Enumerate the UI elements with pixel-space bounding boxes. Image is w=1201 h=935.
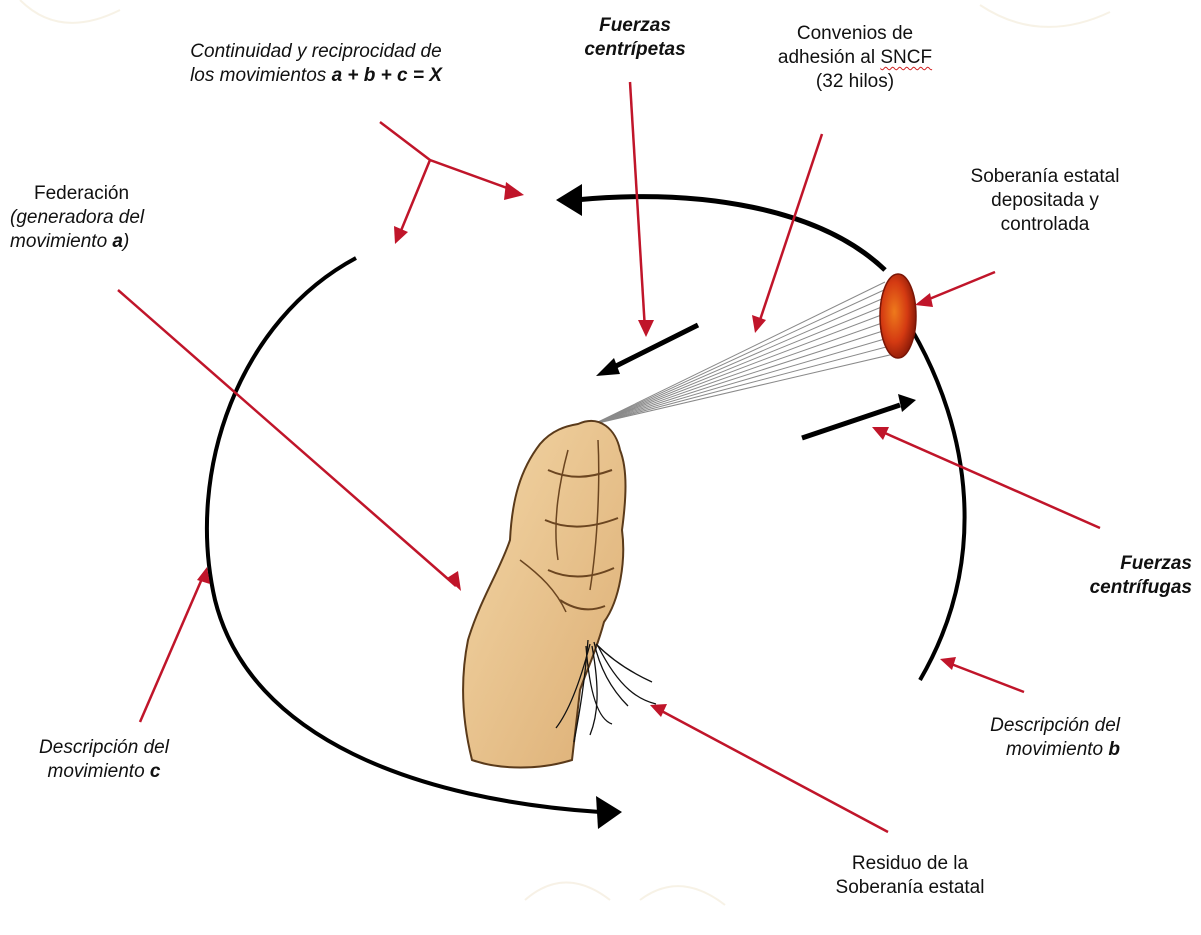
centripetal-line1: Fuerzas: [560, 14, 710, 38]
conventions-term: SNCF: [880, 47, 932, 68]
continuity-line2: los movimientos: [190, 65, 332, 86]
pointer-centripetal: [630, 82, 645, 330]
centripetal-line2: centrípetas: [560, 38, 710, 62]
pointer-sovereignty: [922, 272, 995, 302]
residue-label: Residuo de la Soberanía estatal: [800, 852, 1020, 900]
federation-var: a: [112, 231, 123, 252]
continuity-line1: Continuidad y reciprocidad de: [136, 40, 496, 64]
cycle-arc-top: [575, 197, 885, 270]
centrifugal-line1: Fuerzas: [1030, 552, 1192, 576]
conventions-line1: Convenios de: [740, 22, 970, 46]
federation-line2: (generadora del: [10, 206, 210, 230]
pointer-movement-c: [140, 574, 204, 722]
arrowhead-top: [556, 184, 582, 216]
sovereignty-label: Soberanía estatal depositada y controlad…: [930, 165, 1160, 237]
movement-c-line2: movimiento: [48, 761, 150, 782]
conventions-line3: (32 hilos): [740, 70, 970, 94]
movement-b-label: Descripción del movimiento b: [950, 714, 1120, 762]
conventions-label: Convenios de adhesión al SNCF (32 hilos): [740, 22, 970, 94]
conventions-line2: adhesión al: [778, 47, 880, 68]
continuity-formula: a + b + c = X: [332, 65, 442, 86]
sovereignty-line2: depositada y: [930, 189, 1160, 213]
residue-line1: Residuo de la: [800, 852, 1020, 876]
arrowhead-bottom: [596, 796, 622, 829]
sovereignty-ball: [880, 274, 916, 358]
federation-line1: Federación: [10, 182, 210, 206]
centripetal-forces-label: Fuerzas centrípetas: [560, 14, 710, 62]
centrifugal-force-arrow: [802, 394, 916, 438]
movement-b-var: b: [1108, 739, 1120, 760]
movement-c-var: c: [150, 761, 161, 782]
pointer-conventions: [758, 134, 822, 326]
centrifugal-line2: centrífugas: [1030, 576, 1192, 600]
centrifugal-forces-label: Fuerzas centrífugas: [1030, 552, 1192, 600]
residue-line2: Soberanía estatal: [800, 876, 1020, 900]
movement-b-line2: movimiento: [1006, 739, 1108, 760]
pointer-residue: [656, 708, 888, 832]
pointer-federation: [118, 290, 456, 586]
sovereignty-line3: controlada: [930, 213, 1160, 237]
movement-c-line1: Descripción del: [4, 736, 204, 760]
pointer-movement-b: [946, 662, 1024, 692]
continuity-label: Continuidad y reciprocidad de los movimi…: [136, 40, 496, 88]
federation-line3: movimiento: [10, 231, 112, 252]
movement-c-label: Descripción del movimiento c: [4, 736, 204, 784]
pointer-centrifugal: [878, 430, 1100, 528]
federation-label: Federación (generadora del movimiento a): [10, 182, 210, 254]
pointer-continuity: [380, 122, 518, 238]
sovereignty-line1: Soberanía estatal: [930, 165, 1160, 189]
cycle-arc-right: [912, 330, 965, 680]
movement-b-line1: Descripción del: [950, 714, 1120, 738]
